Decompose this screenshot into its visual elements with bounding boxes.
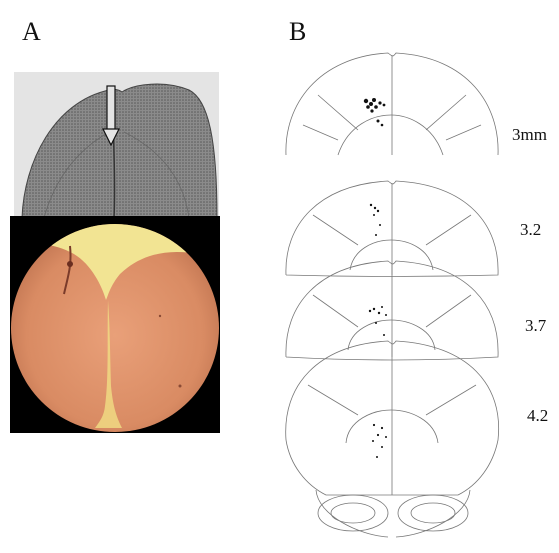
section-3mm-outline: [286, 53, 498, 155]
panel-a-microscope-photo: [10, 216, 220, 433]
panel-b-schematics: [278, 45, 510, 545]
level-label-4-2: 4.2: [527, 407, 548, 424]
panel-a-gross-section: [14, 72, 219, 218]
level-label-3-7: 3.7: [525, 317, 546, 334]
level-label-3-2: 3.2: [520, 221, 541, 238]
panel-b-label: B: [289, 19, 306, 45]
panel-a-label: A: [22, 19, 41, 45]
level-label-3mm: 3mm: [512, 126, 547, 143]
section-3-2-outline: [286, 181, 498, 277]
section-4-2-outline: [286, 341, 499, 537]
